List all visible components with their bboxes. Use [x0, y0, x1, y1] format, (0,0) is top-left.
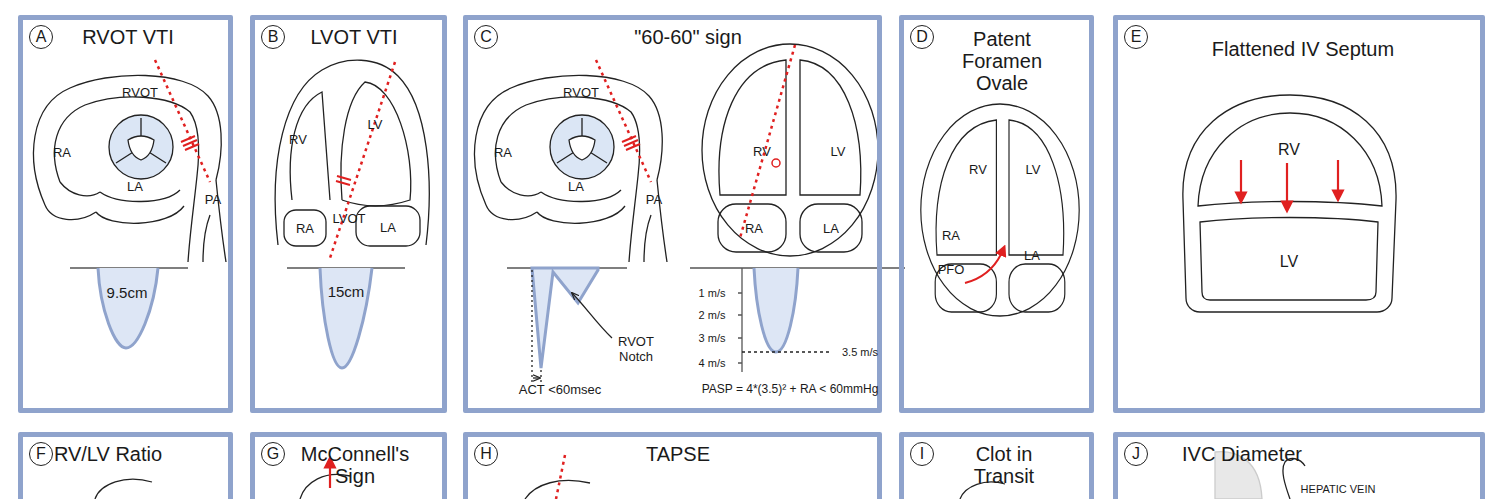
anatomy-label: RV	[753, 145, 771, 160]
panel-letter: D	[910, 25, 934, 49]
panel-heading: IVC Diameter	[1167, 443, 1317, 465]
panel-letter: C	[474, 25, 498, 49]
anatomy-label: 3 m/s	[699, 332, 726, 345]
figure-panel: GMcConnell's Sign	[250, 432, 447, 499]
anatomy-label: ACT <60msec	[519, 383, 602, 398]
figure-panel: FRV/LV Ratio	[18, 432, 233, 499]
panel-letter: B	[261, 25, 285, 49]
anatomy-label: 1 m/s	[699, 287, 726, 300]
anatomy-label: PASP = 4*(3.5)² + RA < 60mmHg	[702, 383, 879, 397]
anatomy-label: PA	[646, 193, 662, 208]
figure-panel: C "60-60" sign	[463, 15, 882, 413]
anatomy-label: LV	[1026, 163, 1041, 178]
anatomy-label: RA	[53, 146, 71, 161]
anatomy-label: RV	[969, 163, 987, 178]
anatomy-label: RA	[494, 146, 512, 161]
anatomy-label: RVOT Notch	[613, 335, 659, 365]
panel-heading: RV/LV Ratio	[33, 443, 183, 465]
anatomy-label: LA	[380, 221, 396, 236]
figure-panel: I Clot in Transit	[899, 432, 1094, 499]
anatomy-label: LA	[127, 180, 143, 195]
panel-heading: McConnell's Sign	[291, 443, 419, 487]
anatomy-label: 3.5 m/s	[842, 346, 878, 359]
panel-heading: RVOT VTI	[53, 26, 203, 48]
anatomy-label: PA	[205, 193, 221, 208]
anatomy-label: HEPATIC VEIN	[1301, 483, 1376, 496]
anatomy-label: RV	[1278, 141, 1300, 159]
panel-heading: LVOT VTI	[279, 26, 429, 48]
anatomy-label: RA	[296, 222, 314, 237]
anatomy-label: LA	[823, 222, 839, 237]
anatomy-label: 9.5cm	[107, 284, 148, 301]
anatomy-label: RVOT	[122, 86, 158, 101]
anatomy-label: PFO	[938, 263, 965, 278]
anatomy-label: LV	[368, 118, 383, 133]
anatomy-label: 4 m/s	[699, 357, 726, 370]
anatomy-label: 15cm	[328, 283, 365, 300]
anatomy-label: LVOT	[333, 212, 366, 227]
panel-heading: Clot in Transit	[956, 443, 1052, 487]
figure-panel: H TAPSE	[463, 432, 882, 499]
figure-panel: ARVOT VTI	[18, 15, 233, 413]
panel-heading: Patent Foramen Ovale	[954, 28, 1050, 94]
anatomy-label: LA	[1024, 249, 1040, 264]
anatomy-label: LA	[568, 180, 584, 195]
anatomy-label: RA	[745, 222, 763, 237]
panel-letter: H	[474, 442, 498, 466]
panel-letter: J	[1124, 442, 1148, 466]
anatomy-label: RV	[289, 133, 307, 148]
anatomy-label: 2 m/s	[699, 309, 726, 322]
panel-heading: "60-60" sign	[538, 26, 838, 48]
anatomy-label: RA	[942, 229, 960, 244]
anatomy-label: LV	[1280, 253, 1298, 271]
anatomy-label: LV	[831, 145, 846, 160]
figure-panel: J IVC Diameter	[1113, 432, 1485, 499]
panel-letter: F	[29, 442, 53, 466]
panel-letter: A	[29, 25, 53, 49]
figure-panel: D Patent Foramen Ovale	[899, 15, 1094, 413]
panel-heading: TAPSE	[578, 443, 778, 465]
figure-panel: E Flattened IV Septum	[1113, 15, 1485, 413]
panel-letter: I	[910, 442, 934, 466]
panel-letter: G	[261, 442, 285, 466]
anatomy-label: RVOT	[563, 86, 599, 101]
panel-heading: Flattened IV Septum	[1178, 38, 1428, 60]
panel-letter: E	[1124, 25, 1148, 49]
